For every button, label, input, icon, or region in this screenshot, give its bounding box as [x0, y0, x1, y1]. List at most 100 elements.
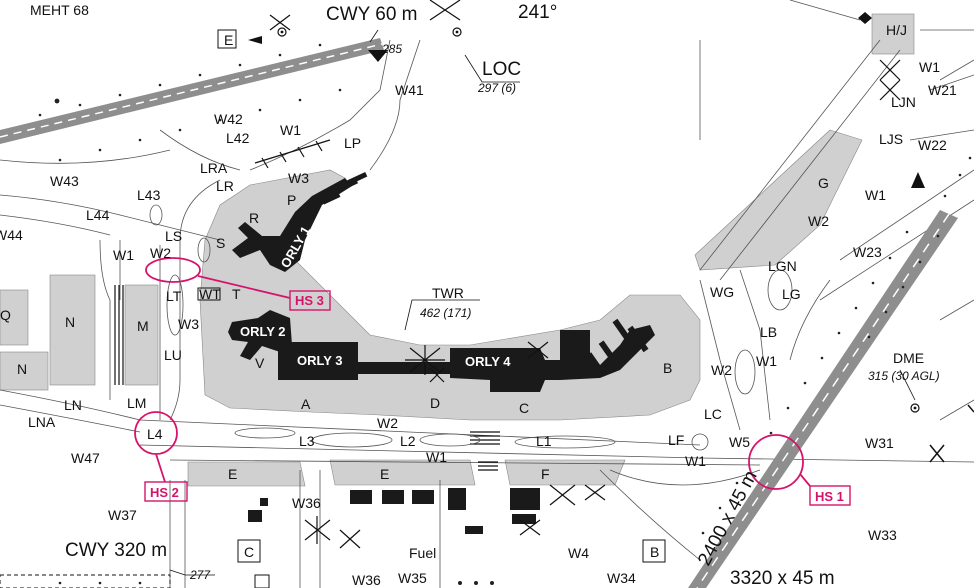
label-w21: W21	[928, 82, 957, 98]
label-c: C	[244, 544, 254, 560]
label-n1: N	[65, 314, 75, 330]
labels: MEHT 68 CWY 60 m 241° LOC 297 (6) 285 E …	[0, 2, 957, 588]
label-d: D	[430, 395, 440, 411]
label-b-bottom: B	[650, 544, 659, 560]
label-w1-r2: W1	[865, 187, 886, 203]
label-lu: LU	[164, 347, 182, 363]
navaid-symbols	[248, 12, 974, 463]
hotspots	[134, 257, 851, 506]
label-lr: LR	[216, 178, 234, 194]
label-lp: LP	[344, 135, 361, 151]
label-w36-b: W36	[352, 572, 381, 588]
label-orly4: ORLY 4	[465, 354, 511, 369]
islands	[149, 204, 793, 451]
label-w3-top: W3	[288, 170, 309, 186]
label-twr-elev: 462 (171)	[420, 306, 471, 320]
hotspot-hs3-label[interactable]: HS 3	[295, 293, 324, 308]
apron-hj	[871, 13, 915, 55]
label-cwy-bottom: CWY 320 m	[65, 540, 167, 561]
label-orly2: ORLY 2	[240, 324, 286, 339]
label-w1-r1: W1	[919, 59, 940, 75]
label-b: B	[663, 360, 672, 376]
hotspot-hs1-circle[interactable]	[748, 434, 804, 490]
label-loc: LOC	[482, 59, 521, 80]
label-hj: H/J	[886, 22, 907, 38]
hotspot-hs1-label[interactable]: HS 1	[815, 489, 844, 504]
label-lgn: LGN	[768, 258, 797, 274]
apron-m	[124, 284, 159, 386]
label-w41: W41	[395, 82, 424, 98]
label-l1: L1	[536, 433, 552, 449]
label-w1-left: W1	[113, 247, 134, 263]
runways	[0, 38, 958, 588]
orly1-building	[232, 178, 352, 272]
boxed-symbols	[0, 29, 666, 588]
label-l44: L44	[86, 207, 110, 223]
apron-e-left	[187, 461, 306, 487]
label-w1-mid: W1	[426, 449, 447, 465]
label-w2-r: W2	[808, 213, 829, 229]
label-w47: W47	[71, 450, 100, 466]
hotspot-hs1-box[interactable]	[809, 485, 851, 506]
label-w33: W33	[868, 527, 897, 543]
label-p: P	[287, 192, 296, 208]
label-a: A	[301, 396, 311, 412]
label-e1: E	[228, 466, 237, 482]
label-w1-low: W1	[685, 453, 706, 469]
hotspot-hs2-label[interactable]: HS 2	[150, 485, 179, 500]
orly3-building	[278, 342, 358, 380]
label-hdg-top: 241°	[518, 2, 557, 23]
label-m: M	[137, 318, 149, 334]
fuel-area-buildings	[248, 488, 540, 534]
label-l4: L4	[147, 426, 163, 442]
leader-lines	[169, 29, 916, 576]
label-c-apron: C	[519, 400, 529, 416]
label-w42: W42	[214, 111, 243, 127]
apron-g	[694, 129, 863, 271]
label-ljs: LJS	[879, 131, 903, 147]
label-lb: LB	[760, 324, 777, 340]
stop-bars	[114, 59, 901, 471]
apron-q	[0, 289, 29, 346]
terminal-connector	[356, 362, 456, 374]
label-w2-mid: W2	[377, 415, 398, 431]
label-w2-r2: W2	[711, 362, 732, 378]
label-w5: W5	[729, 434, 750, 450]
label-orly3: ORLY 3	[297, 353, 343, 368]
label-r: R	[249, 210, 259, 226]
label-w31: W31	[865, 435, 894, 451]
label-t: T	[232, 286, 241, 302]
apron-n2	[0, 351, 49, 391]
floodlights	[269, 0, 606, 549]
label-dme: DME	[893, 350, 924, 366]
label-l42: L42	[226, 130, 250, 146]
apron-n1	[49, 274, 96, 386]
hotspot-hs2-box[interactable]	[144, 481, 188, 502]
label-ls: LS	[165, 228, 182, 244]
apron-e-right	[329, 459, 476, 486]
label-w23: W23	[853, 244, 882, 260]
label-w37: W37	[108, 507, 137, 523]
terminals	[228, 171, 655, 392]
label-w3-left: W3	[178, 316, 199, 332]
label-fuel: Fuel	[409, 545, 436, 561]
label-v: V	[255, 355, 265, 371]
runway-lights	[38, 43, 972, 585]
hotspot-hs3-box[interactable]	[289, 290, 331, 311]
label-s: S	[216, 235, 225, 251]
label-w43: W43	[50, 173, 79, 189]
label-ln: LN	[64, 397, 82, 413]
label-lna: LNA	[28, 414, 56, 430]
label-lm: LM	[127, 395, 146, 411]
label-elev-285: 285	[381, 42, 402, 56]
label-w34: W34	[607, 570, 636, 586]
hotspot-hs3-circle[interactable]	[145, 257, 201, 283]
label-w36: W36	[292, 495, 321, 511]
label-l3: L3	[299, 433, 315, 449]
label-cwy-top: CWY 60 m	[326, 4, 418, 25]
label-e-box: E	[224, 32, 233, 48]
label-loc-elev: 297 (6)	[477, 81, 516, 95]
